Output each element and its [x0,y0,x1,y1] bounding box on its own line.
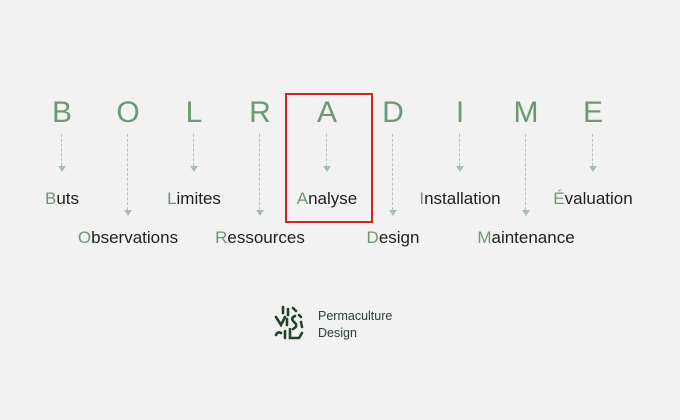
arrow-down-icon [592,134,593,166]
arrow-down-icon [61,134,62,166]
word-installation: Installation [419,189,501,208]
arrow-down-icon [326,134,327,166]
highlight-box-analyse [285,93,373,223]
word-design: Design [366,228,420,247]
arrowhead-icon [522,210,530,216]
arrow-down-icon [525,134,526,210]
arrowhead-icon [456,166,464,172]
letter-o: O [116,96,140,129]
arrowhead-icon [589,166,597,172]
word-ressources: Ressources [215,228,305,247]
letter-a: A [316,96,337,129]
arrowhead-icon [190,166,198,172]
arrow-down-icon [392,134,393,210]
word-maintenance: Maintenance [477,228,575,247]
arrowhead-icon [124,210,132,216]
word-limites: Limites [167,189,221,208]
arrowhead-icon [256,210,264,216]
letter-b: B [51,96,72,129]
logo-line-1: Permaculture [318,309,393,323]
logo-line-2: Design [318,326,357,340]
word-evaluation: Évaluation [553,189,633,208]
permaculture-glyph-icon [274,305,304,340]
word-observations: Observations [77,228,179,247]
arrowhead-icon [323,166,331,172]
logo-text: Permaculture Design [318,308,392,342]
word-analyse: Analyse [296,189,358,208]
letter-d: D [382,96,404,129]
word-buts: Buts [44,189,80,208]
letter-m: M [513,96,539,129]
arrow-down-icon [127,134,128,210]
arrowhead-icon [58,166,66,172]
arrow-down-icon [259,134,260,210]
arrow-down-icon [459,134,460,166]
arrowhead-icon [389,210,397,216]
letter-l: L [185,96,203,129]
letter-e: E [582,96,603,129]
arrow-down-icon [193,134,194,166]
letter-r: R [249,96,271,129]
letter-i: I [455,96,465,129]
